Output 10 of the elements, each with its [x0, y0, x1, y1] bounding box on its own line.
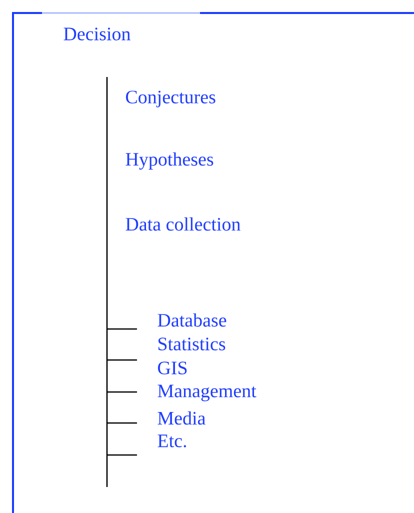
list-item: Database — [158, 313, 226, 327]
list-item: Management — [158, 384, 256, 402]
list-item: Statistics — [158, 338, 226, 350]
list-item: GIS — [158, 362, 187, 374]
list-item: Hypotheses — [126, 152, 214, 170]
list-item: Media — [158, 411, 206, 425]
list-item: Etc. — [158, 434, 186, 448]
list-item: Conjectures — [126, 90, 216, 108]
list-item: Data collection — [126, 217, 240, 231]
heading: Decision — [64, 28, 130, 40]
